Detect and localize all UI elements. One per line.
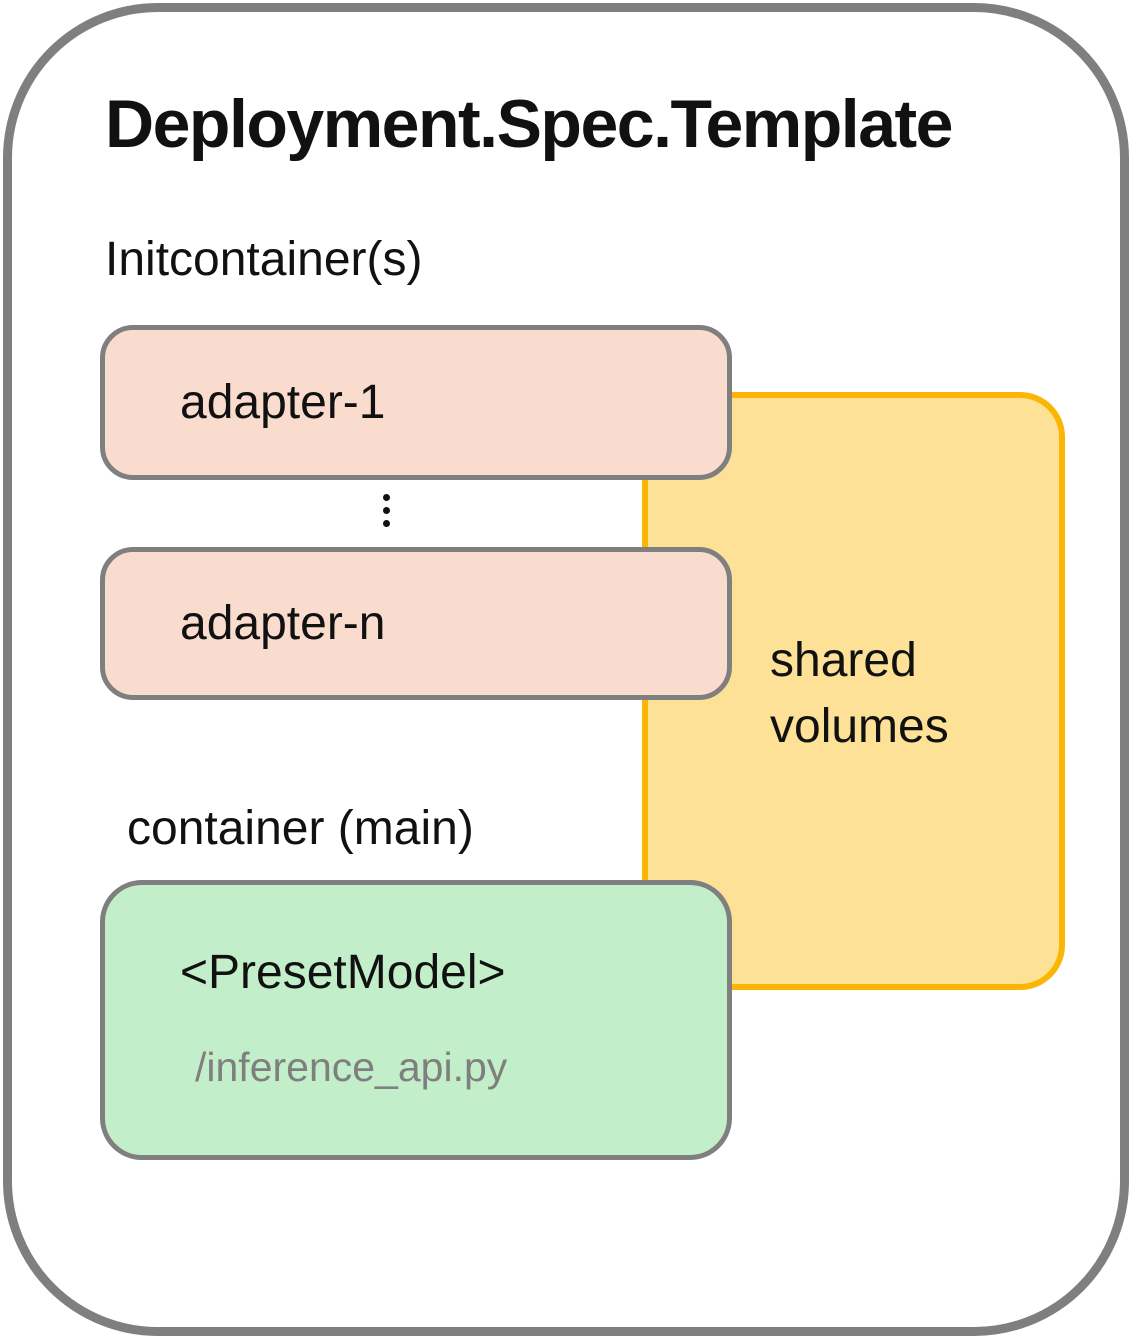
adapter-1-box: adapter-1	[100, 325, 732, 480]
inference-api-entrypoint: /inference_api.py	[195, 1044, 508, 1090]
adapter-1-label: adapter-1	[180, 376, 386, 429]
diagram-title: Deployment.Spec.Template	[105, 86, 953, 162]
main-container-label: container (main)	[127, 802, 474, 855]
adapter-n-box: adapter-n	[100, 547, 732, 700]
vertical-ellipsis-icon	[383, 494, 390, 527]
ellipsis-dot	[383, 507, 390, 514]
main-container-box	[100, 880, 732, 1160]
initcontainers-label: Initcontainer(s)	[105, 233, 423, 286]
ellipsis-dot	[383, 494, 390, 501]
preset-model-name: <PresetModel>	[180, 946, 506, 999]
adapter-n-label: adapter-n	[180, 597, 386, 650]
ellipsis-dot	[383, 520, 390, 527]
shared-volumes-label: shared volumes	[770, 634, 949, 753]
